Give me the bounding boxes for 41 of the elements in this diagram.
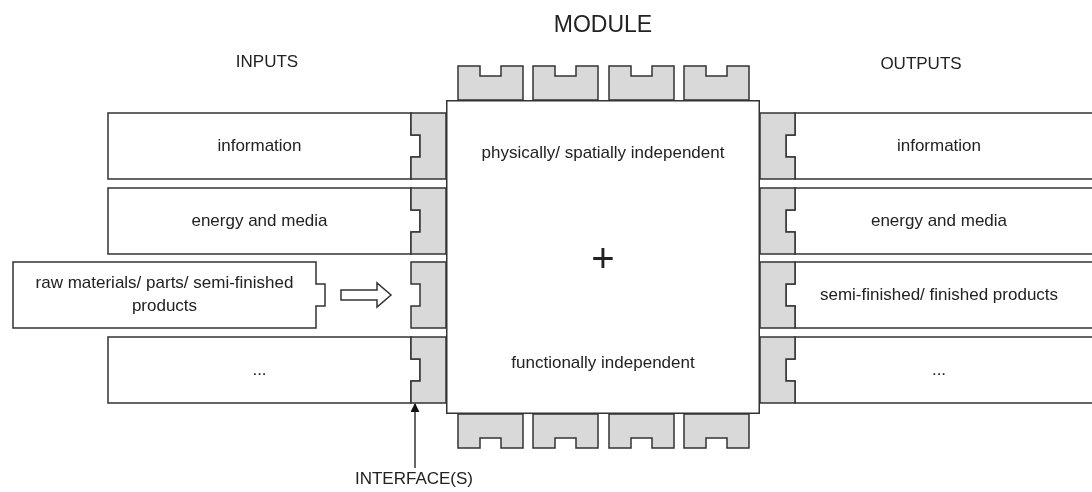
input-box xyxy=(13,262,325,328)
interface-tab xyxy=(533,66,598,100)
input-box xyxy=(108,337,420,403)
module-property: functionally independent xyxy=(510,351,696,374)
interface-tab xyxy=(411,188,446,254)
row-text: raw materials/ parts/ semi-finished products xyxy=(34,272,295,317)
interface-tab xyxy=(458,66,523,100)
input-box xyxy=(108,113,420,179)
output-box xyxy=(786,113,1092,179)
interface-tab xyxy=(760,262,795,328)
row-text: information xyxy=(216,134,303,157)
row-text: ... xyxy=(251,358,268,381)
module-property: physically/ spatially independent xyxy=(480,141,726,164)
interface-tab xyxy=(609,414,674,448)
column-heading: OUTPUTS xyxy=(880,54,962,74)
interface-label: INTERFACE(S) xyxy=(353,467,475,490)
input-box xyxy=(108,188,420,254)
row-text: energy and media xyxy=(190,209,329,232)
leader-arrow xyxy=(410,403,420,469)
interface-tab xyxy=(609,66,674,100)
interface-tab xyxy=(760,188,795,254)
module-heading: MODULE xyxy=(552,10,654,40)
interface-tab xyxy=(411,113,446,179)
interface-tab xyxy=(533,414,598,448)
row-text: ... xyxy=(930,358,948,381)
row-text: semi-finished/ finished products xyxy=(818,283,1060,306)
interface-tab xyxy=(458,414,523,448)
row-text: energy and media xyxy=(869,209,1009,232)
row-text: information xyxy=(895,134,983,157)
interface-tab xyxy=(684,414,749,448)
output-box xyxy=(786,262,1092,328)
interface-tab xyxy=(684,66,749,100)
block-arrow xyxy=(340,281,393,309)
column-heading: INPUTS xyxy=(235,52,299,72)
interface-tab xyxy=(411,337,446,403)
interface-tab xyxy=(760,113,795,179)
output-box xyxy=(786,337,1092,403)
plus-sign: + xyxy=(590,235,616,282)
interface-tab xyxy=(411,262,446,328)
output-box xyxy=(786,188,1092,254)
interface-tab xyxy=(760,337,795,403)
